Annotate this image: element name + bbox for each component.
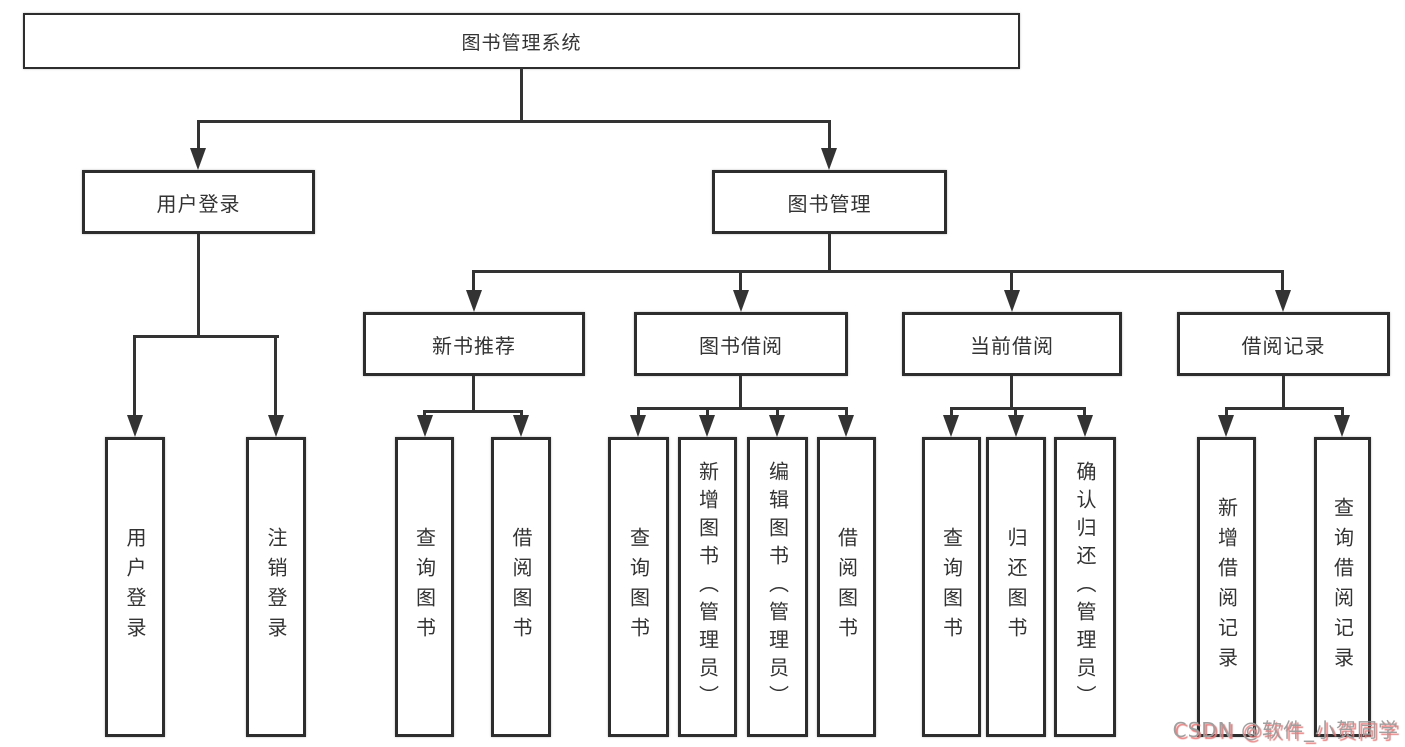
connector-line [423, 410, 426, 418]
connector-line [828, 122, 831, 150]
leaf-query-books-borrowing: 查询图书 [608, 437, 669, 737]
leaf-user-login: 用户登录 [105, 437, 165, 737]
connector-line [520, 410, 523, 418]
node-borrow-records: 借阅记录 [1177, 312, 1390, 376]
leaf-edit-book-admin: 编辑图书（管理员） [747, 437, 808, 737]
node-label: 确认归还（管理员） [1073, 461, 1097, 713]
node-user-login: 用户登录 [82, 170, 315, 234]
connector-line [423, 410, 523, 413]
connector-line [1014, 409, 1017, 417]
arrow-down-icon [513, 415, 529, 437]
connector-line [520, 68, 523, 122]
node-label: 新书推荐 [432, 333, 516, 358]
node-current-borrowing: 当前借阅 [902, 312, 1122, 376]
leaf-add-borrow-record: 新增借阅记录 [1197, 437, 1256, 737]
arrow-down-icon [1077, 415, 1093, 437]
node-label: 注销登录 [264, 527, 288, 647]
node-label: 新增借阅记录 [1214, 497, 1239, 677]
connector-line [1083, 409, 1086, 417]
connector-line [828, 233, 831, 272]
node-label: 图书管理系统 [461, 31, 582, 54]
arrow-down-icon [821, 148, 837, 170]
connector-line [1281, 272, 1284, 292]
arrow-down-icon [1218, 415, 1234, 437]
node-label: 借阅记录 [1241, 333, 1326, 358]
arrow-down-icon [1004, 290, 1020, 312]
node-book-management: 图书管理 [712, 170, 947, 234]
arrow-down-icon [943, 415, 959, 437]
connector-line [950, 407, 1086, 410]
connector-line [472, 270, 1284, 273]
arrow-down-icon [1008, 415, 1024, 437]
connector-line [472, 272, 475, 292]
node-label: 当前借阅 [970, 333, 1054, 358]
node-label: 查询借阅记录 [1330, 497, 1355, 677]
node-label: 归还图书 [1004, 527, 1028, 647]
arrow-down-icon [127, 415, 143, 437]
leaf-borrow-books-recommend: 借阅图书 [491, 437, 551, 737]
node-label: 用户登录 [123, 527, 147, 647]
connector-line [950, 409, 953, 417]
leaf-query-books-current: 查询图书 [922, 437, 981, 737]
node-label: 图书管理 [787, 191, 872, 216]
node-label: 查询图书 [412, 527, 437, 647]
node-book-borrowing: 图书借阅 [634, 312, 848, 376]
arrow-down-icon [1275, 290, 1291, 312]
arrow-down-icon [268, 415, 284, 437]
connector-line [637, 409, 640, 417]
connector-line [1341, 409, 1344, 417]
connector-line [133, 335, 279, 338]
node-label: 新增图书（管理员） [695, 461, 720, 713]
node-new-book-recommend: 新书推荐 [363, 312, 585, 376]
connector-line [1225, 407, 1344, 410]
connector-line [197, 120, 831, 123]
leaf-query-books-recommend: 查询图书 [395, 437, 454, 737]
arrow-down-icon [769, 415, 785, 437]
arrow-down-icon [466, 290, 482, 312]
arrow-down-icon [838, 415, 854, 437]
connector-line [133, 337, 136, 417]
leaf-query-borrow-record: 查询借阅记录 [1314, 437, 1371, 737]
arrow-down-icon [417, 415, 433, 437]
node-label: 查询图书 [626, 527, 651, 647]
connector-line [739, 272, 742, 292]
leaf-logout: 注销登录 [246, 437, 306, 737]
node-label: 查询图书 [939, 527, 964, 647]
node-label: 图书借阅 [699, 333, 783, 358]
connector-line [739, 376, 742, 409]
leaf-return-books: 归还图书 [986, 437, 1046, 737]
arrow-down-icon [733, 290, 749, 312]
connector-line [1010, 272, 1013, 292]
csdn-watermark: CSDN @软件_小贺同学 [1172, 718, 1399, 742]
node-label: 编辑图书（管理员） [765, 461, 790, 713]
node-label: 借阅图书 [509, 527, 533, 647]
connector-line [472, 376, 475, 412]
node-system-root: 图书管理系统 [23, 13, 1020, 69]
arrow-down-icon [190, 148, 206, 170]
connector-line [1010, 376, 1013, 409]
connector-line [706, 409, 709, 417]
connector-line [274, 337, 277, 417]
node-label: 借阅图书 [834, 527, 859, 647]
connector-line [1225, 409, 1228, 417]
connector-line [776, 409, 779, 417]
connector-line [197, 122, 200, 150]
leaf-confirm-return-admin: 确认归还（管理员） [1054, 437, 1116, 737]
connector-line [637, 407, 848, 410]
arrow-down-icon [699, 415, 715, 437]
connector-line [1282, 376, 1285, 409]
node-label: 用户登录 [156, 191, 241, 216]
connector-line [197, 234, 200, 337]
leaf-borrow-books: 借阅图书 [817, 437, 876, 737]
arrow-down-icon [1334, 415, 1350, 437]
connector-line [845, 409, 848, 417]
leaf-add-book-admin: 新增图书（管理员） [678, 437, 737, 737]
arrow-down-icon [630, 415, 646, 437]
